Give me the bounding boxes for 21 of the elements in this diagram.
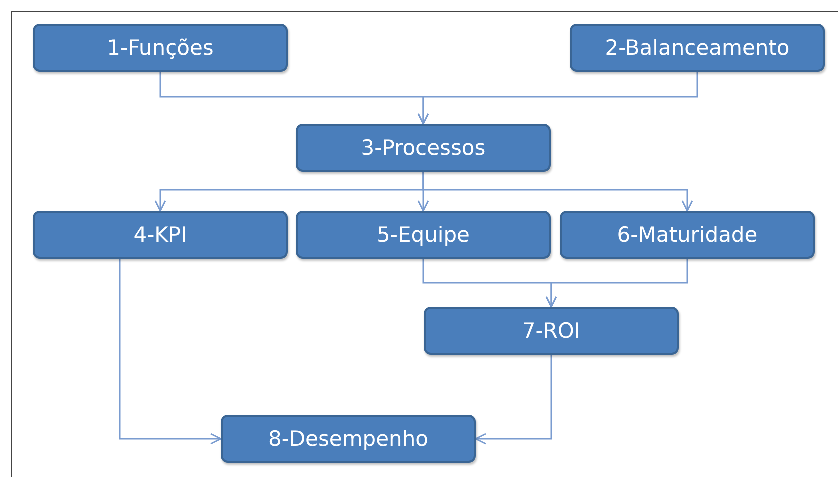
connector-arrow <box>422 172 694 212</box>
process-box <box>296 211 551 259</box>
process-box <box>560 211 815 259</box>
box-label: 4-KPI <box>134 223 188 247</box>
process-box <box>33 211 288 259</box>
process-box <box>424 307 679 355</box>
box-label: 7-ROI <box>522 319 581 343</box>
connector-arrow <box>119 259 222 445</box>
process-box <box>221 415 476 463</box>
box-label: 6-Maturidade <box>617 223 758 247</box>
process-box <box>33 24 288 72</box>
box-label: 2-Balanceamento <box>605 36 790 60</box>
process-box <box>570 24 825 72</box>
box-label: 8-Desempenho <box>268 427 429 451</box>
connector-arrow <box>475 355 552 445</box>
box-label: 3-Processos <box>361 136 486 160</box>
process-box <box>296 124 551 172</box>
box-label: 5-Equipe <box>377 223 470 247</box>
connector-arrow <box>546 259 688 308</box>
connector-arrow <box>418 72 698 125</box>
box-label: 1-Funções <box>107 36 214 60</box>
